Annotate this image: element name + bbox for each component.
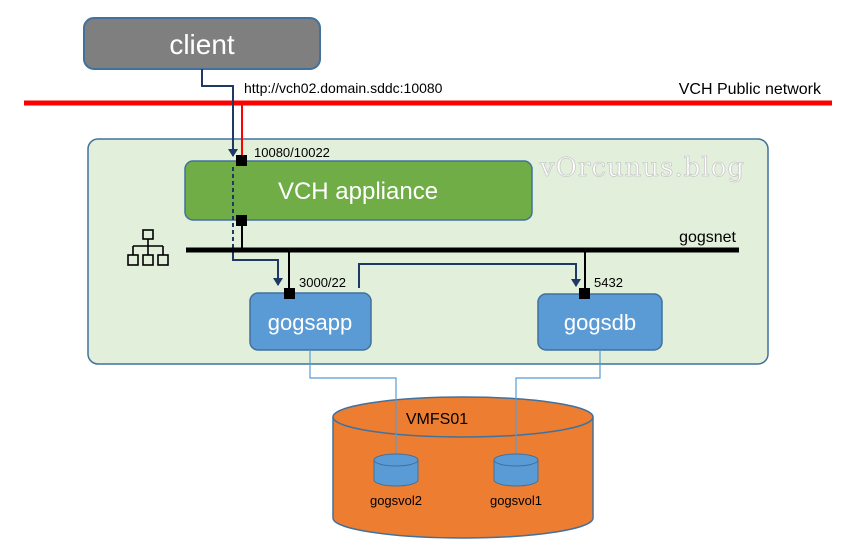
gogsdb-flow-arrow [358, 263, 581, 288]
gogsvol1-volume-icon [493, 453, 539, 487]
vch-appliance-label: VCH appliance [278, 178, 438, 205]
gogsdb-label: gogsdb [564, 310, 636, 335]
vch-bridge-port [236, 215, 247, 226]
public-network-label: VCH Public network [679, 81, 822, 98]
gogsapp-port [284, 288, 295, 299]
gogsvol2-volume-icon [373, 453, 419, 487]
datastore-cylinder [332, 396, 594, 539]
bridge-network-label: gogsnet [679, 229, 736, 246]
client-flow-arrow [201, 69, 238, 157]
gogsvol2-link [309, 350, 397, 460]
gogsvol1-label: gogsvol1 [490, 493, 542, 508]
gogsdb-port [579, 288, 590, 299]
watermark: vOrcunus.blog [539, 153, 745, 183]
vch-appliance-node [184, 160, 533, 221]
gogsdb-port-label: 5432 [594, 275, 623, 290]
gogsapp-label: gogsapp [268, 310, 352, 335]
client-label: client [169, 29, 235, 60]
gogsapp-port-label: 3000/22 [299, 275, 346, 290]
gogsapp-flow-arrow [232, 255, 283, 286]
vch-public-port [236, 155, 247, 166]
network-icon [127, 229, 169, 266]
datastore-label: VMFS01 [406, 411, 468, 428]
gogsvol2-label: gogsvol2 [370, 493, 422, 508]
gogsvol1-link [515, 350, 601, 460]
url-label: http://vch02.domain.sddc:10080 [244, 80, 443, 96]
vch-port-label: 10080/10022 [254, 145, 330, 160]
